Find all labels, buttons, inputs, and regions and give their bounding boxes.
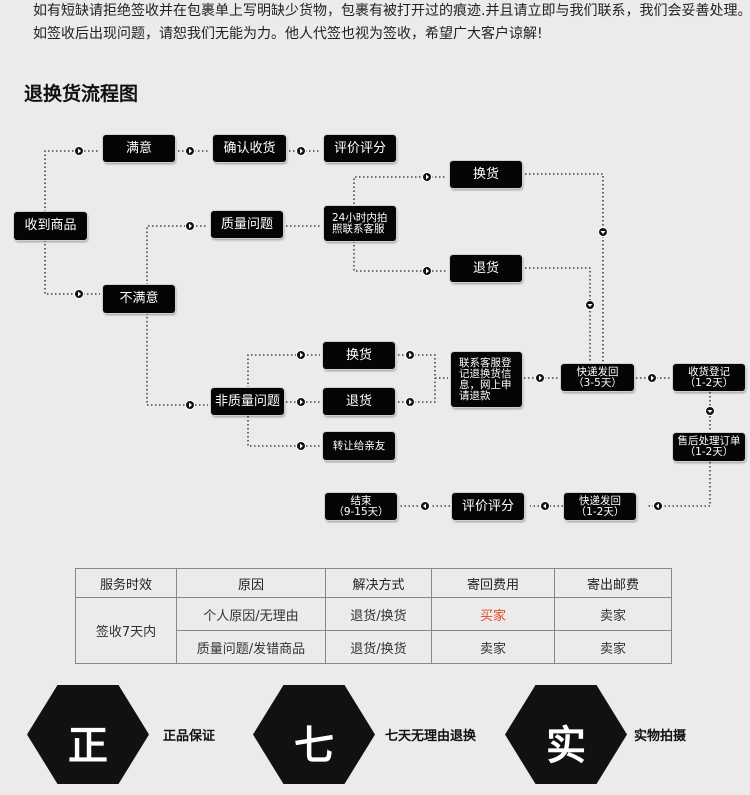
table-header: 原因: [176, 568, 326, 598]
arrow-right-icon: [185, 146, 195, 156]
table-cell: 质量问题/发错商品: [176, 630, 326, 664]
table-cell-period: 签收7天内: [75, 597, 177, 664]
notice-line-1: 如有短缺请拒绝签收并在包裹单上写明缺少货物，包裹有被打开过的痕迹.并且请立即与我…: [33, 3, 750, 19]
table-cell-highlight: 买家: [431, 597, 555, 631]
node-register-return: 联系客服登 记退换货信 息，网上申 请退款: [451, 352, 522, 407]
table-cell: 退货/换货: [325, 597, 432, 631]
promo-badge: 正: [27, 685, 149, 784]
arrow-down-icon: [705, 406, 715, 416]
section-title: 退换货流程图: [24, 83, 139, 105]
table-cell: 卖家: [554, 597, 672, 631]
node-not-satisfied: 不满意: [103, 285, 175, 313]
promo-badge: 实: [505, 685, 627, 784]
arrow-down-icon: [598, 227, 608, 237]
table-header: 寄出邮费: [554, 568, 672, 598]
promo-strip: 正 正品保证 七 七天无理由退换 实 实物拍摄: [0, 685, 750, 784]
promo-badge-char: 七: [294, 723, 334, 769]
notice-text: 如有短缺请拒绝签收并在包裹单上写明缺少货物，包裹有被打开过的痕迹.并且请立即与我…: [33, 0, 750, 46]
arrow-right-icon: [535, 373, 545, 383]
arrow-right-icon: [185, 221, 195, 231]
promo-badge-char: 正: [68, 723, 108, 769]
arrow-right-icon: [405, 397, 415, 407]
arrow-left-icon: [540, 501, 550, 511]
node-quality-issue: 质量问题: [211, 211, 283, 238]
arrow-right-icon: [296, 146, 306, 156]
arrow-right-icon: [296, 441, 306, 451]
table-cell: 卖家: [431, 630, 555, 664]
arrow-right-icon: [405, 350, 415, 360]
arrow-right-icon: [296, 350, 306, 360]
node-end: 结束 （9-15天）: [325, 493, 397, 520]
promo-label: 正品保证: [163, 729, 216, 744]
node-review-1: 评价评分: [324, 135, 396, 162]
arrow-left-icon: [420, 501, 430, 511]
promo-label: 七天无理由退换: [385, 729, 477, 744]
arrow-right-icon: [185, 400, 195, 410]
arrow-left-icon: [653, 501, 663, 511]
node-non-quality-issue: 非质量问题: [211, 388, 284, 415]
arrow-right-icon: [296, 397, 306, 407]
node-return-2: 退货: [323, 388, 395, 415]
table-cell: 退货/换货: [325, 630, 432, 664]
table-header: 服务时效: [75, 568, 177, 598]
node-exchange-1: 换货: [450, 161, 522, 188]
table-row: 质量问题/发错商品 退货/换货 卖家 卖家: [76, 630, 672, 664]
arrow-right-icon: [74, 146, 84, 156]
table-cell: 个人原因/无理由: [176, 597, 326, 631]
service-table: 服务时效 原因 解决方式 寄回费用 寄出邮费 签收7天内 个人原因/无理由 退货…: [75, 568, 672, 664]
arrow-right-icon: [74, 289, 84, 299]
promo-label: 实物拍摄: [634, 729, 687, 744]
table-cell: 卖家: [554, 630, 672, 664]
arrow-down-icon: [585, 300, 595, 310]
node-ship-out: 快递发回 （1-2天）: [564, 493, 636, 520]
node-after-sale: 售后处理订单 （1-2天）: [673, 433, 745, 461]
node-ship-back: 快递发回 （3-5天）: [561, 364, 634, 391]
table-header: 寄回费用: [431, 568, 555, 598]
node-receive-register: 收货登记 （1-2天）: [673, 364, 745, 391]
node-confirm-receipt: 确认收货: [213, 135, 286, 162]
node-received: 收到商品: [14, 212, 87, 240]
arrow-right-icon: [422, 266, 432, 276]
node-exchange-2: 换货: [323, 342, 395, 369]
node-transfer-friend: 转让给亲友: [323, 432, 395, 460]
arrow-right-icon: [422, 172, 432, 182]
promo-badge-char: 实: [546, 723, 586, 769]
node-satisfied: 满意: [103, 135, 175, 162]
node-review-2: 评价评分: [452, 493, 524, 520]
node-contact-24h: 24小时内拍 照联系客服: [324, 206, 396, 241]
table-row: 签收7天内 个人原因/无理由 退货/换货 买家 卖家: [75, 597, 672, 664]
arrow-right-icon: [647, 373, 657, 383]
table-header: 解决方式: [325, 568, 432, 598]
flow-connectors: [44, 146, 715, 511]
promo-badge: 七: [253, 685, 375, 784]
node-return-1: 退货: [450, 255, 522, 282]
notice-line-2: 如签收后出现问题，请恕我们无能为力。他人代签也视为签收，希望广大客户谅解!: [33, 26, 543, 42]
table-header-row: 服务时效 原因 解决方式 寄回费用 寄出邮费: [75, 568, 672, 598]
